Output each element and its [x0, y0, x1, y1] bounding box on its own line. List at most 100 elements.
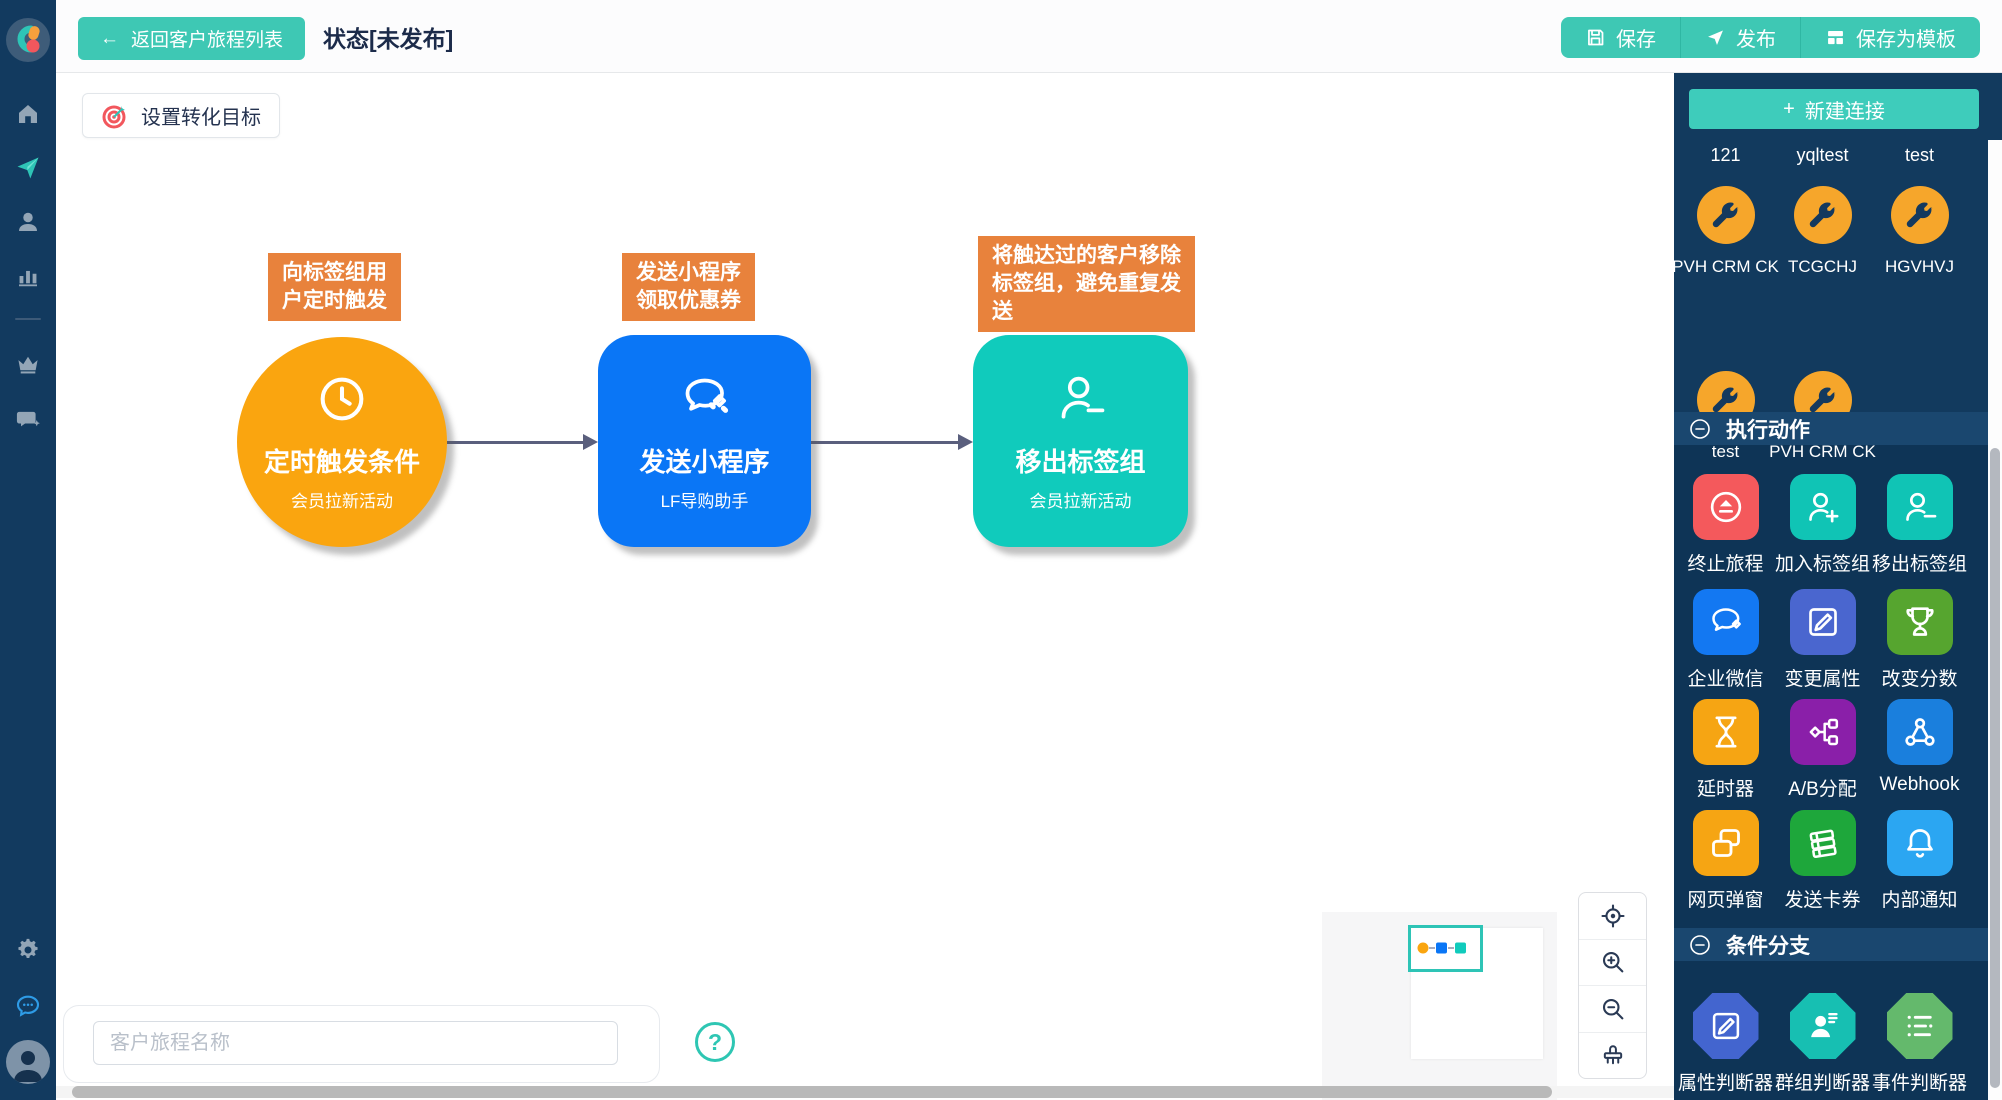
canvas-controls — [1578, 892, 1647, 1079]
node-remove-tag-group[interactable]: 移出标签组 会员拉新活动 — [973, 335, 1188, 547]
section-header-conditions[interactable]: 条件分支 — [1674, 928, 1988, 961]
person-plus-icon — [1808, 492, 1838, 523]
clear-canvas-button[interactable] — [1579, 1031, 1646, 1079]
flow-edge — [811, 434, 973, 450]
journey-name-input[interactable] — [93, 1021, 618, 1065]
connection-label: PVH CRM CK — [1769, 442, 1876, 461]
connections-row: PVH CRM CK TCGCHJ HGVHVJ — [1674, 186, 1985, 277]
eject-circle-icon — [1710, 491, 1741, 523]
send-plane-icon[interactable] — [14, 154, 42, 182]
tool-attribute-judge[interactable]: 属性判断器 — [1677, 993, 1774, 1095]
journey-status-label: 状态[未发布] — [323, 25, 454, 52]
wrench-icon — [1906, 202, 1932, 228]
actions-row: 企业微信 变更属性 改变分数 — [1677, 589, 1985, 691]
connection-item[interactable]: TCGCHJ — [1774, 186, 1871, 277]
back-arrow-icon: ← — [100, 27, 119, 49]
tool-label: 网页弹窗 — [1687, 890, 1764, 911]
tool-delay-timer[interactable]: 延时器 — [1677, 699, 1774, 801]
tool-end-journey[interactable]: 终止旅程 — [1677, 474, 1774, 576]
edit-icon — [1712, 1012, 1739, 1040]
tool-send-coupon[interactable]: 发送卡券 — [1774, 810, 1871, 912]
tool-remove-tag-group[interactable]: 移出标签组 — [1871, 474, 1968, 576]
tool-label: 终止旅程 — [1687, 554, 1764, 575]
zoom-out-button[interactable] — [1579, 985, 1646, 1032]
flow-edge — [447, 434, 598, 450]
membership-crown-icon[interactable] — [15, 351, 42, 378]
tool-group-judge[interactable]: 群组判断器 — [1774, 993, 1871, 1095]
tool-webhook[interactable]: Webhook — [1871, 699, 1968, 801]
save-button[interactable]: 保存 — [1561, 17, 1680, 58]
sidebar-divider — [15, 318, 41, 320]
collapse-icon[interactable] — [1688, 933, 1712, 957]
list-icon — [1907, 1015, 1932, 1037]
actions-row: 网页弹窗 发送卡券 内部通知 — [1677, 810, 1985, 912]
edit-icon — [1808, 608, 1837, 636]
analytics-icon[interactable] — [15, 263, 42, 290]
back-to-journey-list-button[interactable]: ← 返回客户旅程列表 — [78, 17, 306, 60]
publish-icon — [1708, 30, 1723, 45]
zoom-in-icon — [1602, 952, 1623, 973]
help-button[interactable]: ? — [695, 1022, 735, 1062]
customer-icon[interactable] — [15, 209, 42, 236]
horizontal-scrollbar[interactable] — [56, 1086, 1674, 1098]
wrench-icon — [1809, 202, 1835, 228]
wrench-icon — [1712, 387, 1738, 413]
connection-item[interactable]: HGVHVJ — [1871, 186, 1968, 277]
publish-button[interactable]: 发布 — [1680, 17, 1800, 58]
node-annotation: 发送小程序 领取优惠券 — [622, 253, 755, 321]
zoom-in-button[interactable] — [1579, 938, 1646, 986]
section-title: 执行动作 — [1726, 418, 1810, 442]
user-avatar[interactable] — [6, 1040, 50, 1084]
person-minus-icon — [1905, 492, 1936, 521]
flow-canvas[interactable]: 设置转化目标 向标签组用 户定时触发 发送小程序 领取优惠券 将触达过的客户移除… — [56, 73, 1674, 1100]
tool-label: 改变分数 — [1881, 669, 1958, 690]
tool-change-attribute[interactable]: 变更属性 — [1774, 589, 1871, 691]
tool-join-tag-group[interactable]: 加入标签组 — [1774, 474, 1871, 576]
tool-label: 延时器 — [1696, 779, 1754, 800]
section-title: 条件分支 — [1726, 934, 1810, 958]
hourglass-icon — [1715, 716, 1736, 748]
connection-label: test — [1711, 442, 1740, 461]
tool-event-judge[interactable]: 事件判断器 — [1871, 993, 1968, 1095]
tool-label: 移出标签组 — [1871, 554, 1967, 575]
tools-panel: + 新建连接 121 yqltest test PVH CRM CK TCGCH… — [1674, 73, 2002, 1100]
minimap-viewport[interactable] — [1408, 925, 1483, 972]
connection-item[interactable]: PVH CRM CK — [1674, 186, 1779, 277]
connection-names-row: 121 yqltest test — [1677, 145, 1985, 166]
tool-label: 群组判断器 — [1774, 1073, 1870, 1094]
tool-label: 企业微信 — [1687, 669, 1764, 690]
tool-web-popup[interactable]: 网页弹窗 — [1677, 810, 1774, 912]
minimap[interactable] — [1322, 912, 1557, 1100]
collapse-icon[interactable] — [1688, 417, 1712, 441]
node-send-miniprogram[interactable]: 发送小程序 LF导购助手 — [598, 335, 811, 547]
settings-gear-icon[interactable] — [14, 936, 42, 964]
feedback-chat-icon[interactable] — [13, 991, 43, 1021]
tool-internal-notify[interactable]: 内部通知 — [1871, 810, 1968, 912]
save-as-template-icon — [1828, 30, 1843, 45]
connection-name: 121 — [1710, 145, 1741, 165]
set-conversion-goal-button[interactable]: 设置转化目标 — [82, 93, 280, 138]
save-as-template-button[interactable]: 保存为模板 — [1800, 17, 1980, 58]
home-icon[interactable] — [15, 101, 42, 128]
connection-name: test — [1904, 145, 1934, 165]
tool-label: 变更属性 — [1784, 669, 1861, 690]
chat-marketing-icon[interactable] — [14, 406, 42, 434]
horizontal-scrollbar-thumb[interactable] — [72, 1086, 1552, 1098]
minimap-nodes — [1417, 942, 1466, 954]
section-header-actions[interactable]: 执行动作 — [1674, 412, 1988, 445]
new-connection-label: 新建连接 — [1804, 100, 1885, 123]
node-timed-trigger[interactable]: 定时触发条件 会员拉新活动 — [237, 337, 447, 547]
new-connection-button[interactable]: + 新建连接 — [1689, 89, 1979, 129]
tool-label: Webhook — [1879, 774, 1960, 795]
brush-icon — [1603, 1045, 1622, 1065]
vertical-scrollbar[interactable] — [1988, 140, 2002, 1100]
tool-wechat-work[interactable]: 企业微信 — [1677, 589, 1774, 691]
app-logo[interactable] — [6, 18, 50, 62]
tool-change-score[interactable]: 改变分数 — [1871, 589, 1968, 691]
vertical-scrollbar-thumb[interactable] — [1990, 448, 2000, 1088]
back-button-label: 返回客户旅程列表 — [131, 30, 284, 51]
tool-ab-split[interactable]: A/B分配 — [1774, 699, 1871, 801]
locate-button[interactable] — [1579, 893, 1646, 939]
wrench-icon — [1809, 387, 1835, 413]
actions-row: 终止旅程 加入标签组 移出标签组 — [1677, 474, 1985, 576]
